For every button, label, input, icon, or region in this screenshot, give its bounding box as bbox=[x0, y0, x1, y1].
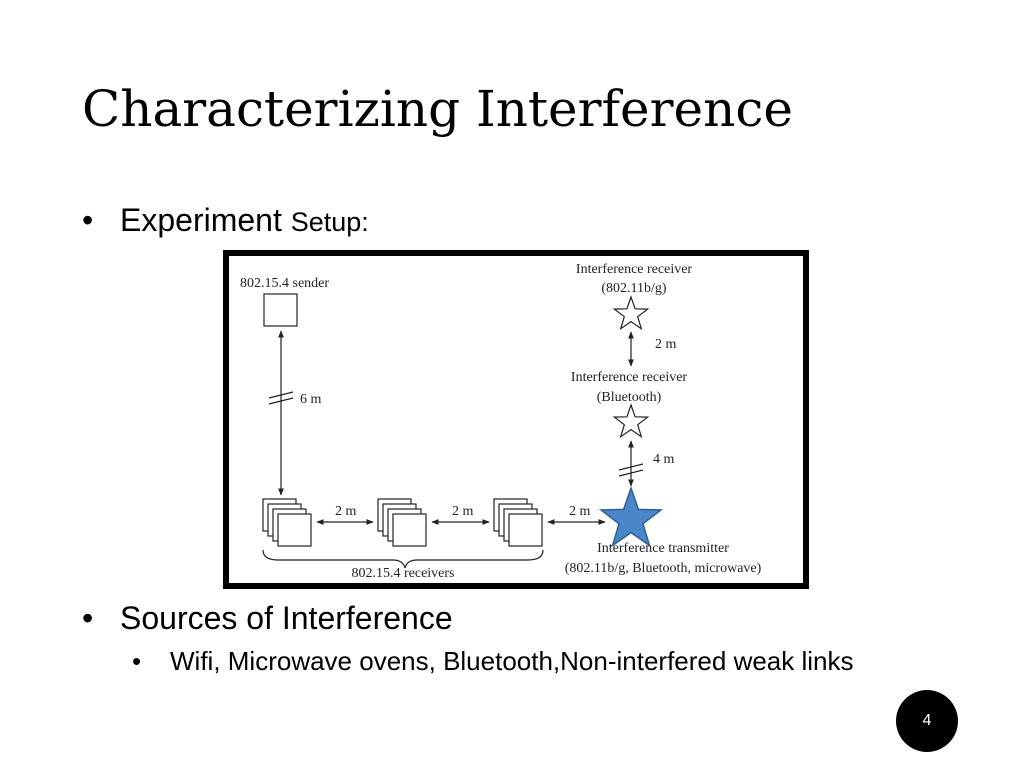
bullet-experiment-text: Experiment bbox=[120, 202, 282, 238]
sub-bullet-sources-text: Wifi, Microwave ovens, Bluetooth,Non-int… bbox=[170, 646, 854, 676]
receiver-gap-2-label: 2 m bbox=[452, 504, 474, 519]
experiment-setup-diagram: 802.15.4 sender 6 m 2 m 2 m 2 m 802.15.4… bbox=[223, 250, 809, 589]
bullet-dot: • bbox=[82, 202, 94, 238]
receiver-gap-3-label: 2 m bbox=[569, 504, 591, 519]
bullet-setup-text: Setup: bbox=[290, 207, 369, 237]
receiver-stack-3 bbox=[493, 498, 543, 547]
wifi-receiver-star-icon bbox=[612, 295, 650, 331]
transmitter-star-icon bbox=[598, 485, 664, 548]
transmitter-type: (802.11b/g, Bluetooth, microwave) bbox=[565, 561, 762, 576]
sender-distance-label: 6 m bbox=[300, 392, 322, 407]
break-mark-icon bbox=[618, 469, 644, 477]
page-number: 4 bbox=[922, 712, 932, 729]
bullet-dot: • bbox=[132, 646, 142, 676]
bt-receiver-type: (Bluetooth) bbox=[597, 390, 662, 405]
receivers-brace bbox=[262, 549, 544, 569]
sender-label: 802.15.4 sender bbox=[240, 276, 329, 291]
sender-node-icon bbox=[263, 293, 298, 327]
receivers-label: 802.15.4 receivers bbox=[351, 566, 454, 581]
bt-tx-distance-label: 4 m bbox=[653, 452, 675, 467]
bt-receiver-label: Interference receiver bbox=[571, 370, 688, 385]
bullet-sources-text: Sources of Interference bbox=[120, 600, 453, 636]
wifi-receiver-type: (802.11b/g) bbox=[601, 281, 667, 296]
wifi-receiver-label: Interference receiver bbox=[576, 262, 693, 277]
slide-title: Characterizing Interference bbox=[82, 80, 793, 138]
receiver-stack-2 bbox=[377, 498, 427, 547]
bullet-dot: • bbox=[82, 600, 94, 636]
page-number-badge: 4 bbox=[896, 690, 958, 752]
bt-receiver-star-icon bbox=[612, 403, 650, 439]
bullet-experiment-setup: • Experiment Setup: bbox=[82, 202, 369, 239]
bullet-sources: • Sources of Interference bbox=[82, 600, 453, 637]
wifi-bt-distance-label: 2 m bbox=[655, 337, 677, 352]
transmitter-label: Interference transmitter bbox=[597, 541, 729, 556]
receiver-stack-1 bbox=[262, 498, 312, 547]
break-mark-icon bbox=[618, 463, 644, 471]
receiver-gap-1-label: 2 m bbox=[335, 504, 357, 519]
break-mark-icon bbox=[268, 391, 294, 399]
sub-bullet-sources-detail: • Wifi, Microwave ovens, Bluetooth,Non-in… bbox=[132, 646, 854, 677]
break-mark-icon bbox=[268, 397, 294, 405]
